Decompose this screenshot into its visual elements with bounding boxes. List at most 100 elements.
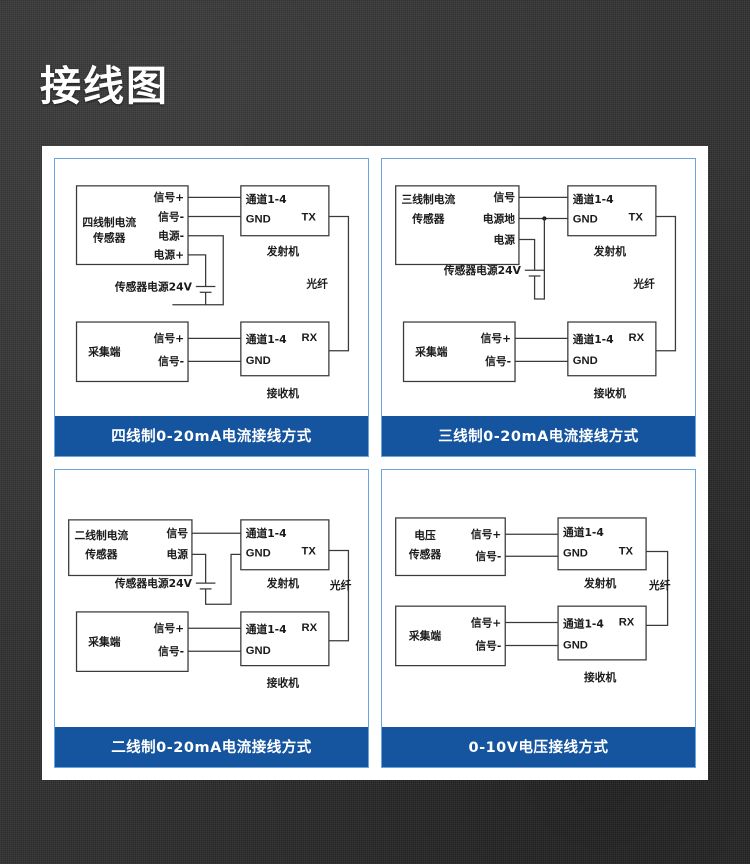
transmitter-name: 发射机 [266,577,300,590]
sensor-terminal-2: 电源- [158,230,184,243]
fiber-label: 光纤 [329,579,352,592]
receiver-box [240,321,330,377]
sensor-terminal-0: 信号 [167,527,189,540]
sensor-terminal-3: 电源+ [154,249,185,262]
receiver-gnd: GND [246,645,271,657]
transmitter-channel: 通道1-4 [246,193,287,206]
sensor-label-line1: 四线制电流 [82,216,136,229]
collector-terminal-0: 信号+ [481,332,512,345]
sensor-terminal-0: 信号+ [154,191,185,204]
transmitter-box [240,185,330,237]
sensor-label-line2: 传感器 [408,548,442,561]
transmitter-gnd: GND [246,547,271,559]
collector-terminal-1: 信号- [485,355,511,368]
collector-name: 采集端 [87,636,121,649]
panel-canvas-two-wire: 二线制电流 传感器 信号 电源 传感器电源24V 通道1-4 GND TX 发射… [55,470,368,727]
transmitter-name: 发射机 [583,577,617,590]
collector-box [75,611,189,673]
sensor-label-line1: 二线制电流 [75,529,129,542]
transmitter-gnd: GND [573,213,598,225]
panel-caption-voltage: 0-10V电压接线方式 [382,727,695,767]
transmitter-gnd: GND [246,213,271,225]
receiver-rx-port: RX [301,332,317,344]
transmitter-tx-port: TX [619,545,634,557]
battery-return-lead [533,218,546,300]
sensor-terminal-0: 信号 [494,191,516,204]
collector-terminal-1: 信号- [158,355,184,368]
collector-name: 采集端 [414,346,448,359]
transmitter-name: 发射机 [266,245,300,258]
wire-power [191,553,207,584]
collector-terminal-0: 信号+ [154,622,185,635]
receiver-channel: 通道1-4 [563,617,604,630]
diagram-card: 四线制电流 传感器 信号+ 信号- 电源- 电源+ 传感器电源24V [42,146,708,780]
panel-three-wire-current: 三线制电流 传感器 信号 电源地 电源 传感器电源24V 通道1-4 GND T… [381,158,696,457]
receiver-box [567,321,657,377]
sensor-terminal-1: 电源 [167,548,189,561]
collector-terminal-0: 信号+ [471,616,502,629]
receiver-name: 接收机 [267,677,300,690]
sensor-box [395,517,506,577]
receiver-box [557,605,647,661]
fiber-optic-line [328,549,350,642]
panel-caption-four-wire: 四线制0-20mA电流接线方式 [55,416,368,456]
collector-terminal-1: 信号- [158,645,184,658]
panel-canvas-four-wire: 四线制电流 传感器 信号+ 信号- 电源- 电源+ 传感器电源24V [55,159,368,416]
sensor-box [68,519,193,577]
sensor-box [395,185,520,266]
sensor-terminal-2: 电源 [494,233,516,246]
receiver-rx-port: RX [628,332,644,344]
receiver-channel: 通道1-4 [246,333,287,346]
battery-return-lead [204,553,241,605]
wire-power-minus [172,235,224,306]
receiver-name: 接收机 [584,671,617,684]
transmitter-tx-port: TX [301,211,316,223]
transmitter-tx-port: TX [301,545,316,557]
sensor-label-line1: 电压 [414,529,436,542]
sensor-label-line1: 三线制电流 [402,193,456,206]
wire-power [518,238,536,271]
collector-name: 采集端 [408,630,442,643]
panel-canvas-three-wire: 三线制电流 传感器 信号 电源地 电源 传感器电源24V 通道1-4 GND T… [382,159,695,416]
transmitter-channel: 通道1-4 [246,527,287,540]
receiver-gnd: GND [246,355,271,367]
sensor-label-line2: 传感器 [84,548,118,561]
power-supply-label: 传感器电源24V [114,577,193,590]
sensor-terminal-1: 电源地 [483,212,516,225]
panel-two-wire-current: 二线制电流 传感器 信号 电源 传感器电源24V 通道1-4 GND TX 发射… [54,469,369,768]
transmitter-gnd: GND [563,547,588,559]
sensor-label-line2: 传感器 [411,212,445,225]
receiver-box [240,611,330,667]
panel-four-wire-current: 四线制电流 传感器 信号+ 信号- 电源- 电源+ 传感器电源24V [54,158,369,457]
fiber-optic-line [655,215,677,352]
sensor-box [75,185,189,266]
sensor-label-line2: 传感器 [92,232,126,245]
collector-terminal-1: 信号- [475,639,501,652]
transmitter-channel: 通道1-4 [563,526,604,539]
receiver-rx-port: RX [301,622,317,634]
page-title: 接线图 [40,62,169,110]
fiber-optic-line [328,215,350,352]
receiver-gnd: GND [563,639,588,651]
receiver-channel: 通道1-4 [246,623,287,636]
panel-voltage-0-10v: 电压 传感器 信号+ 信号- 通道1-4 GND TX 发射机 光纤 采集端 信… [381,469,696,768]
transmitter-box [240,519,330,571]
transmitter-box [567,185,657,237]
collector-terminal-0: 信号+ [154,332,185,345]
panel-caption-three-wire: 三线制0-20mA电流接线方式 [382,416,695,456]
receiver-name: 接收机 [594,387,627,400]
receiver-channel: 通道1-4 [573,333,614,346]
fiber-label: 光纤 [305,278,328,291]
receiver-rx-port: RX [619,616,635,628]
transmitter-tx-port: TX [628,211,643,223]
collector-box [75,321,189,383]
sensor-terminal-1: 信号- [475,550,501,563]
wire-power-plus [188,254,207,287]
fiber-label: 光纤 [632,278,655,291]
collector-name: 采集端 [87,346,121,359]
transmitter-box [557,517,647,571]
sensor-terminal-0: 信号+ [471,528,502,541]
sensor-terminal-1: 信号- [158,210,184,223]
fiber-label: 光纤 [648,579,671,592]
fiber-optic-line [646,550,669,626]
